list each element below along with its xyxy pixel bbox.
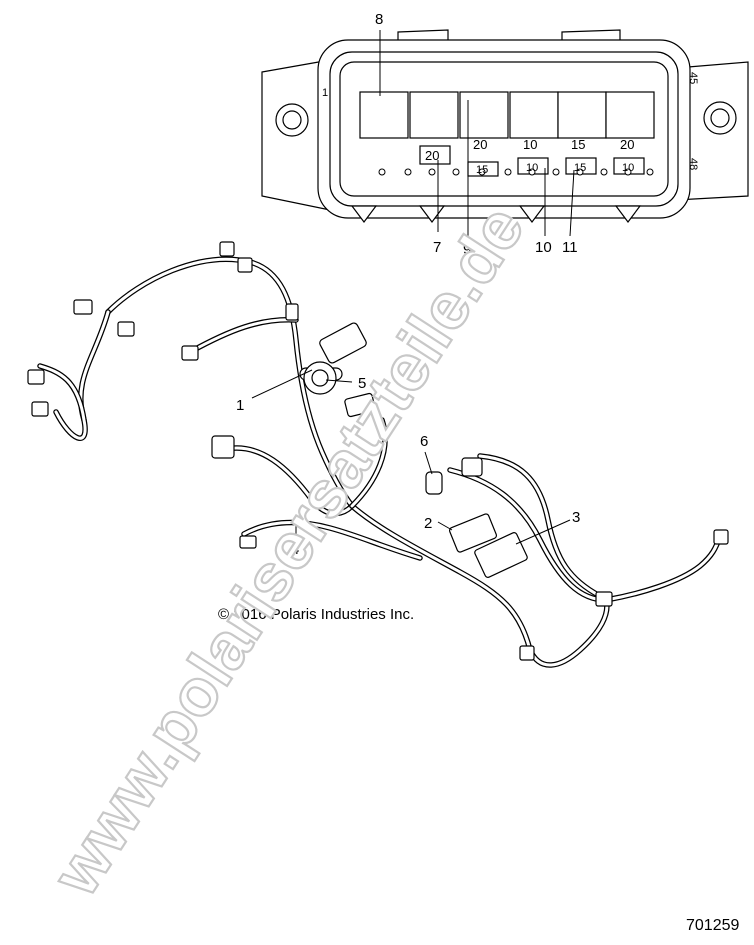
side-mark: 1	[322, 87, 328, 99]
fuse-label: 15	[571, 137, 585, 152]
callout-10: 10	[535, 239, 552, 256]
callout-1: 1	[236, 397, 244, 414]
callout-7: 7	[433, 239, 441, 256]
document-number: 701259	[686, 917, 739, 934]
callout-5: 5	[358, 375, 366, 392]
callout-8: 8	[375, 11, 383, 28]
fuse-label: 15	[476, 164, 488, 176]
relay	[459, 91, 509, 139]
wiring-harness	[27, 241, 729, 668]
fuse-label: 10	[526, 162, 538, 174]
callout-2: 2	[424, 515, 432, 532]
callout-11: 11	[562, 239, 578, 256]
leader-lines	[251, 30, 575, 545]
fuse-label: 15	[574, 162, 586, 174]
relay	[557, 91, 607, 139]
callout-4: 4	[291, 541, 299, 558]
fuse-label: 10	[523, 137, 537, 152]
fuse-label: 20	[425, 148, 439, 163]
callout-9: 9	[463, 241, 471, 258]
callout-6: 6	[420, 433, 428, 450]
callout-3: 3	[572, 509, 580, 526]
copyright-notice: © 2016 Polaris Industries Inc.	[218, 606, 414, 623]
side-mark: 48	[687, 158, 699, 170]
fuse-label: 20	[620, 137, 634, 152]
side-mark: 45	[687, 72, 699, 84]
relay	[509, 91, 559, 139]
fuse-label: 20	[473, 137, 487, 152]
fuse-label: 10	[622, 162, 634, 174]
relay	[359, 91, 409, 139]
relay	[605, 91, 655, 139]
relay	[409, 91, 459, 139]
fuse-box-assembly: 20 20 10 15 20 15 10 15 10 1 48 45	[261, 29, 749, 223]
